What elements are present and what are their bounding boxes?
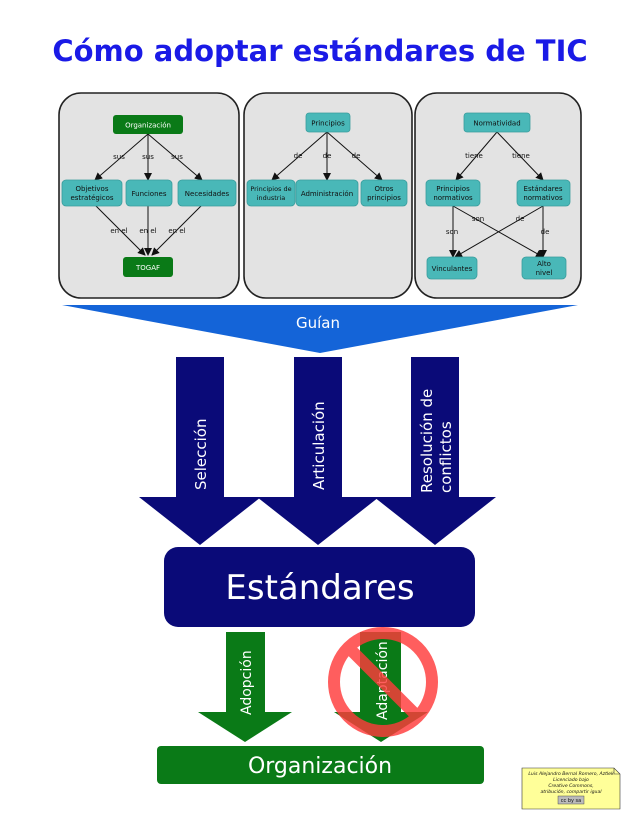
node-togaf: [123, 257, 173, 277]
arrow-resolucion-label-1: Resolución de: [418, 389, 436, 493]
node-principios-normativos-label-1: Principios: [436, 185, 470, 193]
edge-label-de-3: de: [352, 152, 361, 160]
node-funciones-label: Funciones: [132, 190, 167, 198]
node-otros-principios: [360, 179, 408, 207]
arrow-seleccion: Selección: [139, 357, 261, 545]
organizacion-bar: [157, 746, 484, 784]
node-alto-nivel: [521, 256, 567, 280]
arrow-articulacion-label: Articulación: [310, 401, 328, 490]
edge-label-de-r2: de: [541, 228, 550, 236]
node-alto-nivel-label-1: Alto: [537, 260, 551, 268]
node-principios-industria: [246, 179, 296, 207]
node-objetivos-label-1: Objetivos: [76, 185, 109, 193]
guian-label: Guían: [296, 314, 340, 332]
node-vinculantes-label: Vinculantes: [432, 265, 473, 273]
arrow-adopcion-label: Adopción: [239, 650, 255, 715]
node-otros-principios-label-2: principios: [367, 194, 401, 202]
node-estandares-normativos-label-2: normativos: [523, 194, 563, 202]
node-estandares-normativos-label-1: Estándares: [524, 185, 563, 193]
cc-badge-label: cc by sa: [561, 798, 581, 804]
node-principios: [305, 112, 351, 133]
cc-badge-icon: [557, 795, 585, 805]
edge-label-en-el-3: en el: [168, 227, 185, 235]
edge-label-en-el-2: en el: [139, 227, 156, 235]
node-objetivos-estrategicos: [61, 179, 123, 207]
panel-principios: de de de Principios Principios de indust…: [243, 92, 413, 299]
node-principios-label: Principios: [311, 120, 345, 128]
panel-organizacion: sus sus sus en el en el en el Organizaci…: [58, 92, 240, 299]
edge-label-en-el-1: en el: [110, 227, 127, 235]
node-principios-industria-label-1: Principios de: [250, 185, 291, 193]
node-vinculantes: [426, 256, 478, 280]
estandares-box: [164, 547, 475, 627]
arrow-adopcion: Adopción: [198, 632, 292, 742]
license-line-4: atribución, compartir igual: [540, 788, 602, 795]
node-normatividad-label: Normatividad: [473, 120, 520, 128]
node-principios-normativos: [425, 179, 481, 207]
edge-label-de-r1: de: [516, 215, 525, 223]
node-necesidades: [177, 179, 237, 207]
edge-label-son-2: son: [446, 228, 458, 236]
node-necesidades-label: Necesidades: [185, 190, 230, 198]
edge-label-de-1: de: [294, 152, 303, 160]
organizacion-label: Organización: [248, 754, 392, 779]
guian-funnel: [62, 305, 578, 353]
node-principios-normativos-label-2: normativos: [433, 194, 473, 202]
node-normatividad: [463, 112, 531, 133]
page-title: Cómo adoptar estándares de TIC: [52, 34, 587, 68]
node-togaf-label: TOGAF: [135, 264, 160, 272]
edge-label-de-2: de: [323, 152, 332, 160]
arrow-resolucion: Resolución de conflictos: [374, 357, 496, 545]
node-administracion-label: Administración: [301, 190, 353, 198]
edge-label-sus-3: sus: [171, 153, 183, 161]
node-alto-nivel-label-2: nivel: [536, 269, 553, 277]
node-objetivos-label-2: estratégicos: [70, 194, 113, 202]
panel-normatividad-box: [414, 92, 582, 299]
edge-label-sus-2: sus: [142, 153, 154, 161]
license-line-3: Creative Commons,: [548, 783, 593, 789]
edge-label-tiene-1: tiene: [465, 152, 483, 160]
node-organizacion-label: Organización: [125, 122, 171, 130]
node-estandares-normativos: [516, 179, 571, 207]
node-otros-principios-label-1: Otros: [375, 185, 394, 193]
edge-label-son-1: son: [472, 215, 484, 223]
license-note: Luis Alejandro Bernal Romero, Aztlek Lic…: [521, 767, 621, 810]
license-line-1: Luis Alejandro Bernal Romero, Aztlek: [528, 771, 614, 777]
arrow-articulacion: Articulación: [257, 357, 379, 545]
arrow-resolucion-label-2: conflictos: [437, 421, 455, 493]
node-organizacion: [113, 115, 183, 134]
prohibited-icon: [328, 627, 438, 737]
node-principios-industria-label-2: industria: [257, 194, 286, 202]
edge-label-sus-1: sus: [113, 153, 125, 161]
estandares-label: Estándares: [225, 568, 414, 608]
node-administracion: [295, 179, 359, 207]
arrow-seleccion-label: Selección: [192, 419, 210, 491]
panel-normatividad: tiene tiene son son de de Normatividad P…: [414, 92, 582, 299]
edge-label-tiene-2: tiene: [512, 152, 530, 160]
node-funciones: [125, 179, 173, 207]
license-line-2: Licenciado bajo: [553, 777, 589, 783]
